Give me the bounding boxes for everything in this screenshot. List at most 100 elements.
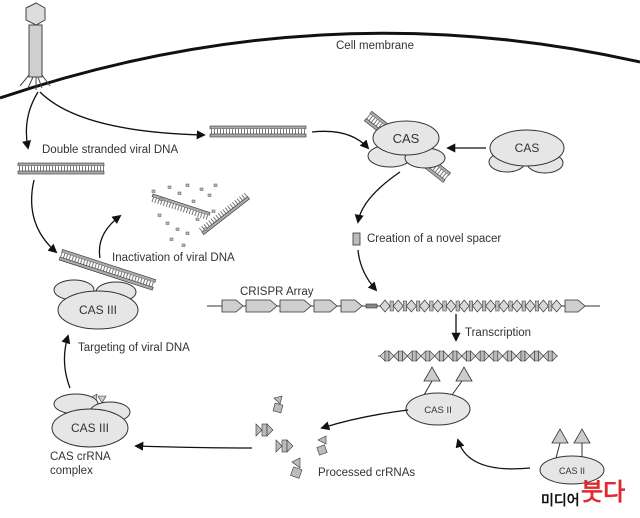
dna-fragment xyxy=(157,213,162,217)
cas3-left-complex: CAS III xyxy=(53,249,157,330)
crrna-spacer xyxy=(547,350,553,362)
array-repeat xyxy=(551,299,563,313)
array-repeat xyxy=(485,299,497,313)
crrna-spacer xyxy=(493,350,499,362)
crrna-spacer xyxy=(398,350,403,362)
array-repeat xyxy=(405,299,417,313)
cas3-left-label: CAS III xyxy=(79,303,117,317)
cas-top-label: CAS xyxy=(393,131,420,146)
crrna-repeat xyxy=(470,350,477,362)
dna-fragment xyxy=(207,193,212,197)
crrna-repeat xyxy=(456,350,463,362)
targeting-label: Targeting of viral DNA xyxy=(78,342,190,354)
processed-crrnas xyxy=(255,395,328,479)
processed-label: Processed crRNAs xyxy=(318,467,416,479)
creation-spacer-label: Creation of a novel spacer xyxy=(367,233,502,245)
cas2-middle-protein: CAS II xyxy=(405,366,473,426)
arrow-phage-to-left-dna xyxy=(22,91,39,150)
viral-dna-top xyxy=(209,125,307,138)
transcription-label: Transcription xyxy=(465,327,532,339)
crrna-repeat xyxy=(515,350,522,362)
watermark: 미디어 붓다 xyxy=(541,476,637,516)
dna-fragment xyxy=(167,185,172,189)
complex-label-line1: CAS crRNA xyxy=(50,451,111,463)
array-repeat xyxy=(471,299,483,313)
crrna-repeat xyxy=(474,350,481,362)
cas-top-complex: CAS xyxy=(363,110,451,183)
cas3-bottom-complex: CAS III xyxy=(51,393,131,448)
inactivation-label: Inactivation of viral DNA xyxy=(112,252,235,264)
array-repeat xyxy=(432,299,444,313)
viral-dna-left xyxy=(17,162,105,175)
crrna-repeat xyxy=(443,350,449,362)
array-repeat xyxy=(524,299,536,313)
array-repeat xyxy=(537,299,549,313)
crrna-repeat xyxy=(538,350,545,362)
crrna-repeat xyxy=(447,350,454,362)
watermark-text: 미디어 xyxy=(541,493,580,509)
crrna-repeat xyxy=(379,350,386,362)
crrna-repeat xyxy=(488,350,495,362)
dna-fragment xyxy=(203,227,208,231)
crrna-repeat xyxy=(415,350,422,362)
crispr-array xyxy=(207,299,600,313)
crrna-repeat xyxy=(402,350,409,362)
arrow-processed-to-complex xyxy=(134,441,253,451)
crrna-repeat xyxy=(551,350,558,362)
arrow-cas3-to-inactivation xyxy=(98,214,122,259)
crrna-spacer xyxy=(411,350,417,362)
cell-membrane xyxy=(0,31,640,100)
dna-fragment xyxy=(177,191,182,195)
crrna-spacer xyxy=(534,350,539,362)
cell-membrane-label: Cell membrane xyxy=(336,40,414,52)
array-repeat xyxy=(392,299,404,313)
crrna-repeat xyxy=(542,350,549,362)
crrna-repeat xyxy=(497,350,504,362)
dna-fragment xyxy=(185,231,190,235)
cas-right-protein: CAS xyxy=(488,129,565,174)
crrna-repeat xyxy=(524,350,531,362)
dna-fragment xyxy=(185,183,190,187)
dna-fragment xyxy=(199,187,204,191)
crrna-spacer xyxy=(452,350,458,362)
crrna-spacer xyxy=(479,350,485,362)
pre-crrna xyxy=(378,350,558,362)
array-repeat xyxy=(498,299,510,313)
crrna-repeat xyxy=(429,350,436,362)
crrna-spacer xyxy=(384,350,390,362)
crrna-repeat xyxy=(393,350,399,362)
complex-label-line2: complex xyxy=(50,465,93,477)
cas2-bottom-protein: CAS II xyxy=(539,428,605,485)
crrna-repeat xyxy=(388,350,395,362)
cas2-middle-label: CAS II xyxy=(424,405,451,416)
watermark-accent: 붓다 xyxy=(581,478,626,506)
crrna-spacer xyxy=(425,350,431,362)
array-repeat xyxy=(419,299,431,313)
array-repeat xyxy=(445,299,457,313)
dna-fragment xyxy=(181,243,186,247)
crrna-repeat xyxy=(501,350,508,362)
cas2-bottom-label: CAS II xyxy=(559,466,585,476)
inactivated-dna xyxy=(150,183,250,247)
crrna-repeat xyxy=(406,350,413,362)
arrow-spacer-to-array xyxy=(357,249,378,292)
dna-fragment xyxy=(195,217,200,221)
dna-fragment xyxy=(159,197,164,201)
novel-spacer xyxy=(352,232,361,246)
cas-right-label: CAS xyxy=(515,141,540,155)
crrna-repeat xyxy=(511,350,517,362)
arrow-dna-left-to-cas3 xyxy=(31,179,58,254)
dna-fragment xyxy=(175,227,180,231)
cas3-bottom-label: CAS III xyxy=(71,421,109,435)
crrna-spacer xyxy=(520,350,526,362)
crrna-repeat xyxy=(433,350,440,362)
arrow-cas2-to-processed-top xyxy=(320,409,409,431)
crrna-spacer xyxy=(466,350,471,362)
crrna-repeat xyxy=(461,350,467,362)
bacteriophage-icon xyxy=(19,2,51,90)
crrna-repeat xyxy=(483,350,490,362)
dna-fragment xyxy=(211,209,216,213)
arrow-phage-to-top-dna xyxy=(39,91,206,140)
